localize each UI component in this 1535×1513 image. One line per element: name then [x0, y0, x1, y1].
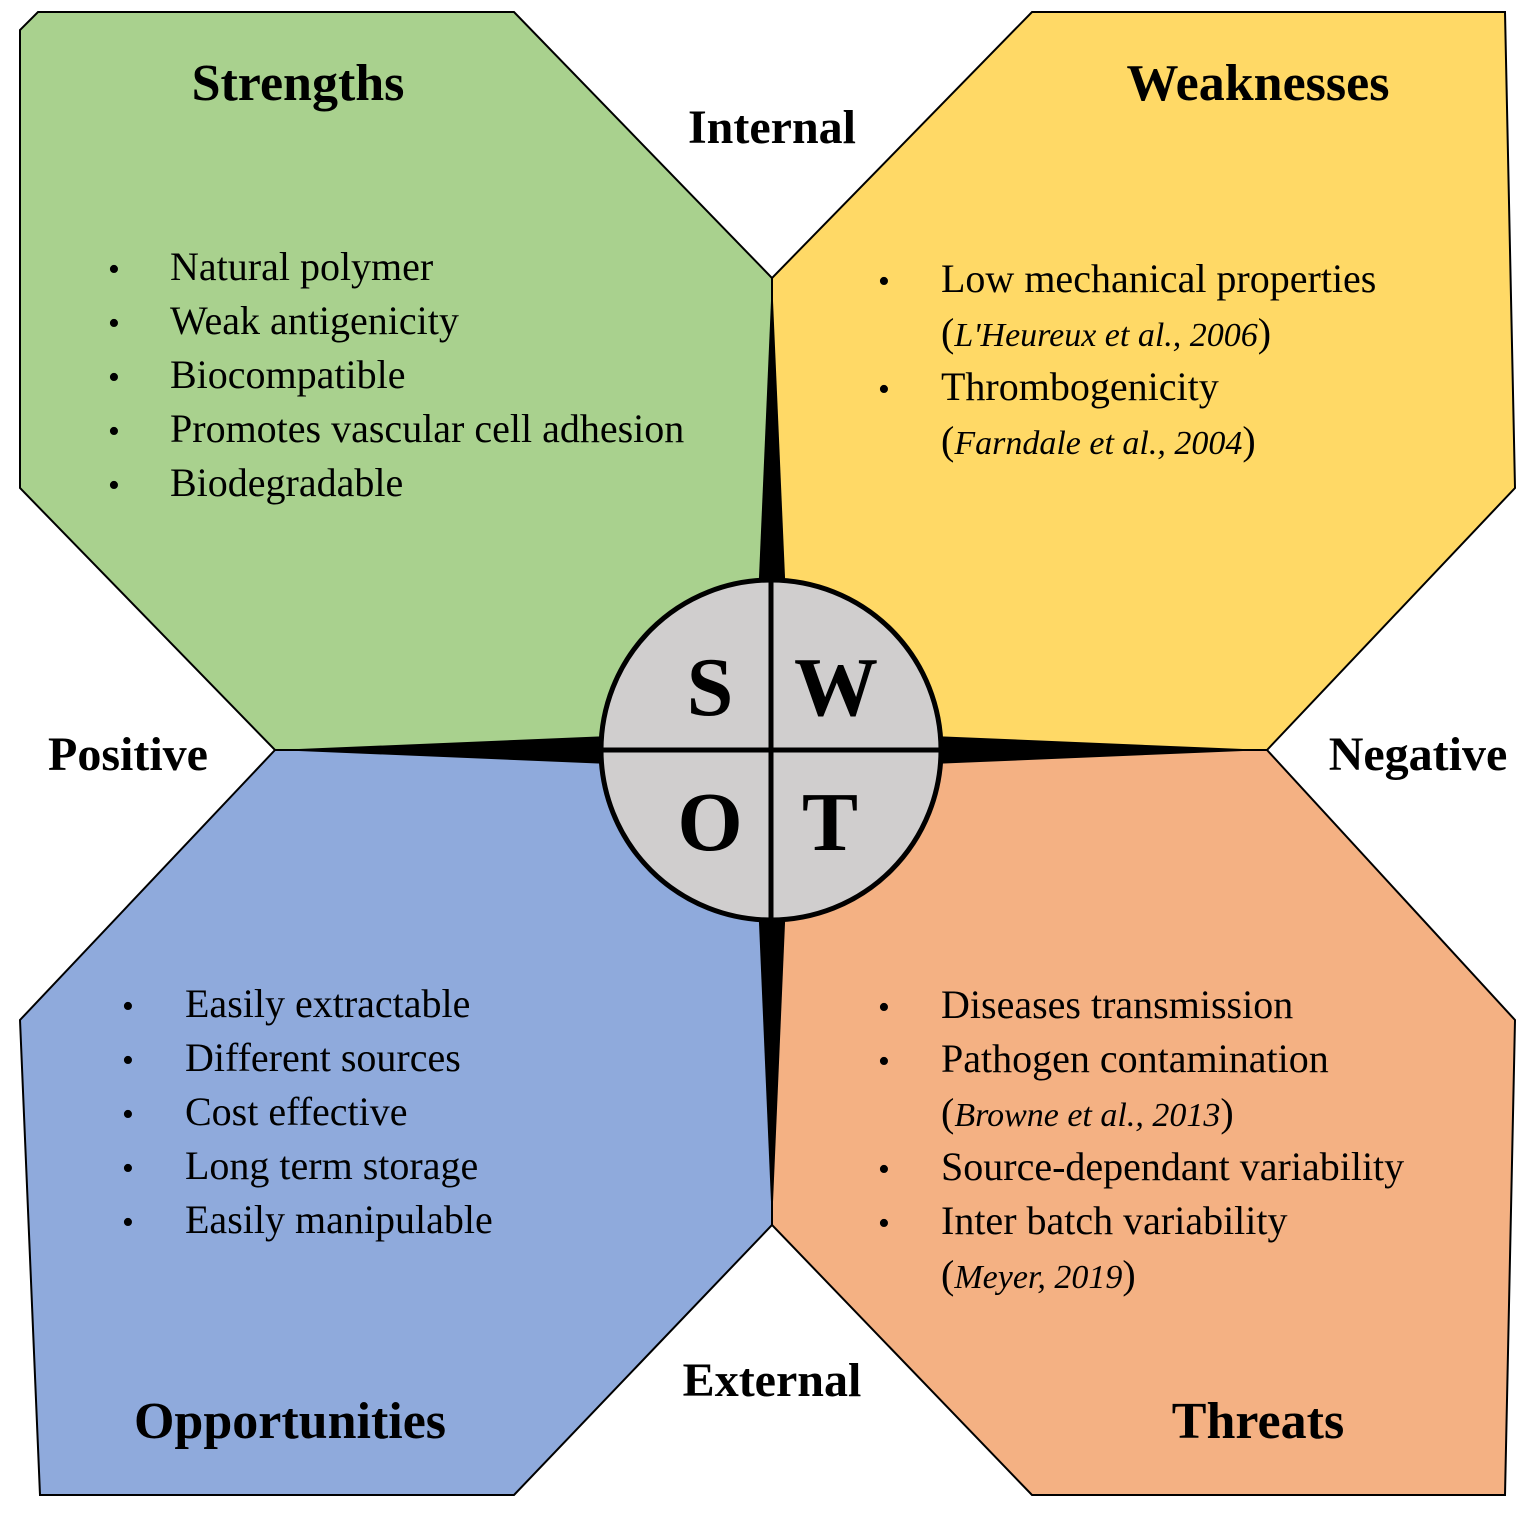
opportunities-bullet: •	[122, 1150, 134, 1187]
weaknesses-item: Thrombogenicity	[941, 364, 1219, 409]
compass-star	[275, 278, 1267, 1225]
weaknesses-title: Weaknesses	[1127, 55, 1390, 112]
strengths-title: Strengths	[192, 55, 405, 112]
threats-item: Pathogen contamination	[941, 1036, 1329, 1081]
axis-label-negative: Negative	[1329, 728, 1508, 781]
opportunities-bullet: •	[122, 1204, 134, 1241]
strengths-item: Biodegradable	[170, 460, 403, 505]
opportunities-item: Easily manipulable	[185, 1197, 493, 1242]
threats-citation: (Browne et al., 2013)	[941, 1090, 1234, 1135]
strengths-item: Weak antigenicity	[170, 298, 459, 343]
threats-item: Diseases transmission	[941, 982, 1293, 1027]
compass-point-west	[275, 736, 610, 764]
compass-point-south	[758, 900, 786, 1225]
threats-citation-text: Meyer, 2019	[953, 1259, 1122, 1296]
threats-citation: (Meyer, 2019)	[941, 1252, 1136, 1297]
strengths-item: Biocompatible	[170, 352, 406, 397]
threats-bullet: •	[878, 989, 890, 1026]
opportunities-bullet: •	[122, 1042, 134, 1079]
opportunities-item: Easily extractable	[185, 981, 470, 1026]
opportunities-list: • Easily extractable • Different sources • Co…	[122, 981, 493, 1242]
opportunities-title: Opportunities	[134, 1393, 446, 1450]
threats-list: • Diseases transmission • Pathogen contamin…	[878, 982, 1404, 1297]
center-letter-o: O	[677, 776, 742, 869]
opportunities-bullet: •	[122, 988, 134, 1025]
strengths-bullet: •	[108, 467, 120, 504]
center-letter-w: W	[794, 641, 878, 734]
threats-bullet: •	[878, 1205, 890, 1242]
strengths-item: Promotes vascular cell adhesion	[170, 406, 684, 451]
opportunities-bullet: •	[122, 1096, 134, 1133]
threats-item: Source-dependant variability	[941, 1144, 1404, 1189]
weaknesses-bullet: •	[878, 371, 890, 408]
weaknesses-citation: (Farndale et al., 2004)	[941, 418, 1256, 463]
opportunities-item: Long term storage	[185, 1143, 478, 1188]
threats-item: Inter batch variability	[941, 1198, 1288, 1243]
weaknesses-item: Low mechanical properties	[941, 256, 1376, 301]
weaknesses-bullet: •	[878, 263, 890, 300]
axis-label-positive: Positive	[48, 728, 208, 781]
threats-citation-text: Browne et al., 2013	[954, 1097, 1220, 1134]
strengths-bullet: •	[108, 251, 120, 288]
center-letter-s: S	[687, 641, 734, 734]
opportunities-item: Cost effective	[185, 1089, 408, 1134]
compass-point-east	[932, 736, 1267, 764]
weaknesses-citation: (L'Heureux et al., 2006)	[941, 310, 1271, 355]
opportunities-item: Different sources	[185, 1035, 461, 1080]
strengths-bullet: •	[108, 305, 120, 342]
weaknesses-citation-text: Farndale et al., 2004	[953, 425, 1242, 462]
weaknesses-citation-text: L'Heureux et al., 2006	[953, 317, 1257, 354]
strengths-bullet: •	[108, 413, 120, 450]
weaknesses-list: • Low mechanical properties (L'Heureux et …	[878, 256, 1376, 463]
threats-bullet: •	[878, 1151, 890, 1188]
threats-title: Threats	[1172, 1393, 1344, 1450]
threats-bullet: •	[878, 1043, 890, 1080]
center-letter-t: T	[802, 776, 858, 869]
axis-label-external: External	[683, 1354, 862, 1407]
compass-point-north	[758, 278, 786, 600]
strengths-list: • Natural polymer • Weak antigenicity • Bioco…	[108, 244, 684, 505]
strengths-item: Natural polymer	[170, 244, 433, 289]
strengths-bullet: •	[108, 359, 120, 396]
axis-label-internal: Internal	[688, 101, 856, 154]
